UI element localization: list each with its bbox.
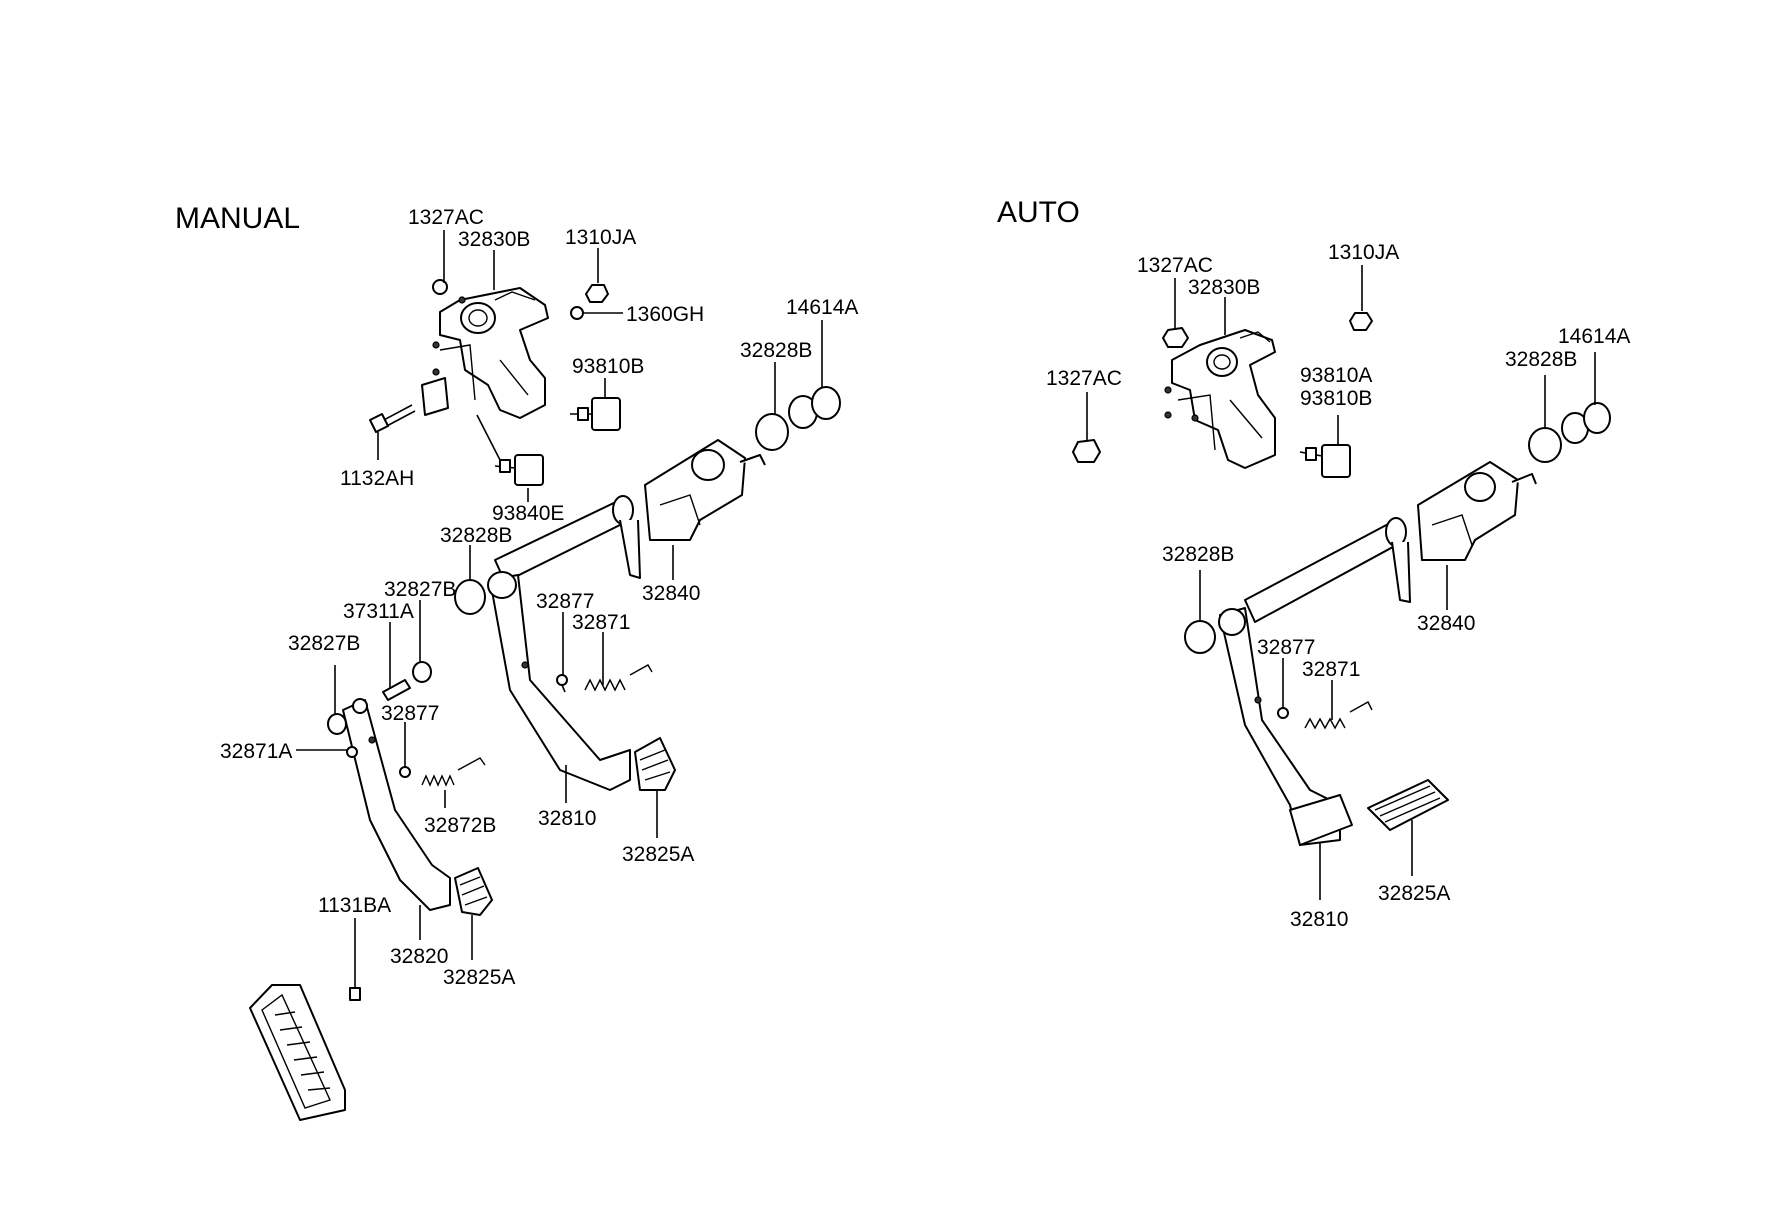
auto-label-32840: 32840 [1417, 612, 1475, 635]
label-1360gh: 1360GH [626, 303, 704, 326]
label-32877-a: 32877 [536, 590, 594, 613]
auto-label-93810a: 93810A [1300, 364, 1372, 387]
manual-pedal-32820 [342, 698, 451, 911]
auto-label-1327ac-b: 1327AC [1046, 367, 1122, 390]
auto-pad-32825a [1367, 779, 1449, 831]
manual-bolt-1131ba [349, 975, 361, 1001]
label-32871a: 32871A [220, 740, 292, 763]
manual-spring-32872b [421, 757, 486, 787]
auto-section-title: AUTO [997, 196, 1080, 229]
manual-accelerator-pad [249, 984, 346, 1121]
manual-pad-32825a-clutch [454, 867, 493, 916]
manual-bracket-32840 [644, 439, 766, 541]
auto-switch-93810 [1299, 444, 1351, 478]
manual-leader-lines [296, 230, 823, 975]
label-32828b-top: 32828B [740, 339, 812, 362]
auto-leader-lines [1086, 265, 1596, 900]
auto-bushing-32828b [1184, 620, 1216, 654]
auto-parts [1072, 312, 1611, 846]
manual-bushing-32827b-b [327, 713, 347, 735]
auto-label-93810b: 93810B [1300, 387, 1372, 410]
auto-bracket-drawing [1164, 329, 1276, 469]
auto-pin-32877 [1277, 707, 1289, 719]
manual-pin-32877-lower [399, 766, 411, 778]
manual-switch-93840e [494, 454, 544, 486]
manual-labels: 1327AC 32830B 1310JA 1360GH 14614A 32828… [220, 206, 858, 989]
manual-nut-1310ja [585, 284, 609, 303]
label-32825a-a: 32825A [622, 843, 694, 866]
auto-label-1327ac-a: 1327AC [1137, 254, 1213, 277]
label-93840e: 93840E [492, 502, 564, 525]
auto-label-32825a: 32825A [1378, 882, 1450, 905]
auto-label-1310ja: 1310JA [1328, 241, 1399, 264]
label-32872b: 32872B [424, 814, 496, 837]
manual-pad-32825a-brake [634, 737, 676, 791]
label-32820: 32820 [390, 945, 448, 968]
label-32827b-b: 32827B [288, 632, 360, 655]
manual-bracket-drawing [421, 279, 549, 419]
auto-ring-14614a [1583, 402, 1611, 434]
label-32828b: 32828B [440, 524, 512, 547]
label-32827b-a: 32827B [384, 578, 456, 601]
auto-label-14614a: 14614A [1558, 325, 1630, 348]
label-1310ja: 1310JA [565, 226, 636, 249]
manual-bushing-32828b-top [755, 413, 789, 451]
manual-pin-37311a [382, 679, 411, 701]
auto-label-32828b-top: 32828B [1505, 348, 1577, 371]
auto-shaft [1244, 517, 1411, 623]
manual-nut-32871a [346, 746, 358, 758]
label-1327ac: 1327AC [408, 206, 484, 229]
manual-section-title: MANUAL [175, 202, 300, 235]
manual-bushing-32827b-a [412, 661, 432, 683]
label-37311a: 37311A [343, 600, 414, 623]
manual-parts [249, 279, 841, 1121]
label-1132ah: 1132AH [340, 467, 414, 490]
label-32871: 32871 [572, 611, 630, 634]
manual-nut-1360gh [570, 306, 584, 320]
auto-label-32877: 32877 [1257, 636, 1315, 659]
auto-pedal-32810 [1218, 607, 1353, 846]
auto-nut-1310ja [1349, 312, 1373, 331]
label-32830b: 32830B [458, 228, 530, 251]
auto-labels: 1327AC 32830B 1310JA 1327AC 93810A 93810… [1046, 241, 1630, 931]
label-32825a-b: 32825A [443, 966, 515, 989]
auto-bracket-32840 [1417, 461, 1537, 561]
auto-label-32810: 32810 [1290, 908, 1348, 931]
label-32810: 32810 [538, 807, 596, 830]
auto-nut-1327ac-upper [1162, 327, 1189, 348]
label-93810b: 93810B [572, 355, 644, 378]
auto-spring-32871 [1304, 701, 1373, 730]
manual-ring-14614a [811, 386, 841, 420]
manual-bolt-1132ah [369, 404, 416, 433]
manual-pedal-32810 [487, 571, 631, 791]
auto-label-32830b: 32830B [1188, 276, 1260, 299]
manual-spring-32871 [584, 664, 653, 692]
manual-bushing-32828b [454, 579, 486, 615]
label-32877-b: 32877 [381, 702, 439, 725]
label-32840: 32840 [642, 582, 700, 605]
auto-bushing-32828b-top [1528, 427, 1562, 463]
auto-label-32828b: 32828B [1162, 543, 1234, 566]
auto-nut-1327ac-lone [1072, 439, 1101, 463]
label-1131ba: 1131BA [318, 894, 391, 917]
manual-pin-32877-upper [556, 674, 568, 693]
label-14614a: 14614A [786, 296, 858, 319]
manual-switch-93810b [570, 397, 621, 431]
auto-label-32871: 32871 [1302, 658, 1360, 681]
